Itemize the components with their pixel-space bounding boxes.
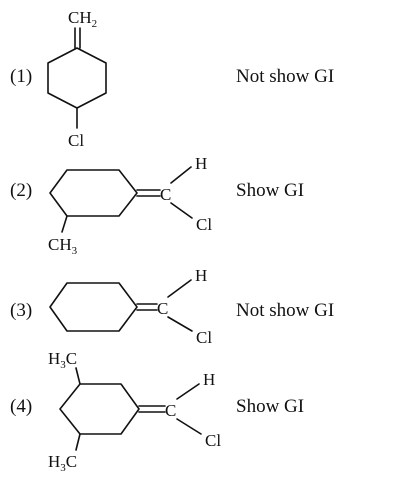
option-4: (4) H3C H3C C H Cl Show GI xyxy=(10,349,304,474)
option-3: (3) C H Cl Not show GI xyxy=(10,266,334,347)
option-1: (1) CH2 Cl Not show GI xyxy=(10,8,334,150)
option-1-ch2-label: CH2 xyxy=(68,8,97,30)
option-2-cyclohexane-ring xyxy=(49,169,138,217)
option-1-cl-label: Cl xyxy=(68,131,84,150)
option-1-verdict: Not show GI xyxy=(236,66,334,87)
option-2-verdict: Show GI xyxy=(236,180,304,201)
option-4-verdict: Show GI xyxy=(236,396,304,417)
option-2-number: (2) xyxy=(10,180,32,201)
option-2-methyl-label: CH3 xyxy=(48,235,78,257)
option-2-methyl-bond xyxy=(61,215,68,233)
option-4-c-h-bond xyxy=(176,383,200,400)
option-3-h-label: H xyxy=(195,266,207,285)
option-2-c-cl-bond xyxy=(170,202,193,219)
option-4-cyclohexane-ring xyxy=(59,383,140,435)
option-4-top-methyl-bond xyxy=(75,367,81,385)
option-1-cyclohexane-ring xyxy=(47,47,107,109)
option-4-c-cl-bond xyxy=(176,418,202,435)
option-2-cl-label: Cl xyxy=(196,215,212,234)
option-4-bottom-methyl-bond xyxy=(75,433,81,451)
option-3-cyclohexane-ring xyxy=(49,282,138,332)
option-1-number: (1) xyxy=(10,66,32,87)
option-4-bottom-methyl-label: H3C xyxy=(48,452,77,474)
option-2-h-label: H xyxy=(195,154,207,173)
option-3-c-h-bond xyxy=(167,279,192,298)
option-4-top-methyl-label: H3C xyxy=(48,349,77,371)
option-4-cl-label: Cl xyxy=(205,431,221,450)
option-2-carbon-label: C xyxy=(160,185,171,204)
option-4-carbon-label: C xyxy=(165,401,176,420)
option-3-verdict: Not show GI xyxy=(236,300,334,321)
option-3-number: (3) xyxy=(10,300,32,321)
option-4-h-label: H xyxy=(203,370,215,389)
option-3-carbon-label: C xyxy=(157,299,168,318)
option-3-c-cl-bond xyxy=(167,316,193,332)
option-4-number: (4) xyxy=(10,396,32,417)
option-2: (2) C H Cl CH3 Show GI xyxy=(10,154,304,257)
option-3-cl-label: Cl xyxy=(196,328,212,347)
option-2-c-h-bond xyxy=(170,166,192,184)
